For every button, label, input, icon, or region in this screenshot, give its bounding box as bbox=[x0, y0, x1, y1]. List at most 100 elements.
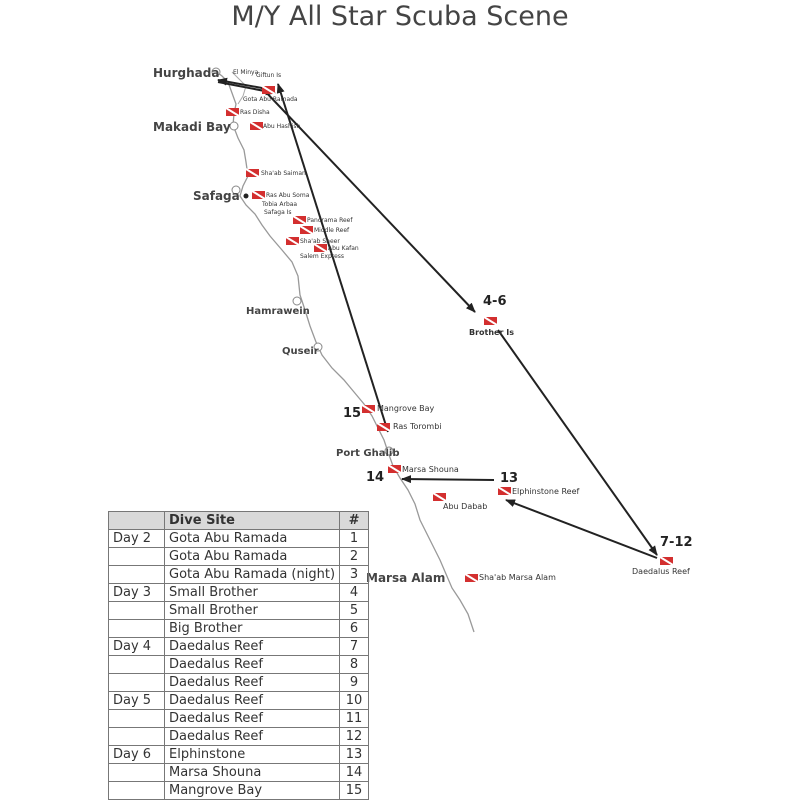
cell-num: 5 bbox=[339, 601, 370, 620]
town-label-hurghada: Hurghada bbox=[153, 66, 219, 80]
dive-flag-icon bbox=[464, 573, 479, 583]
dive-flag-icon bbox=[292, 215, 307, 225]
cell-num: 8 bbox=[339, 655, 370, 674]
cell-site: Small Brother bbox=[163, 601, 341, 620]
cell-num: 13 bbox=[339, 745, 370, 764]
cell-num: 3 bbox=[339, 565, 370, 584]
cell-num: 2 bbox=[339, 547, 370, 566]
cell-day bbox=[108, 781, 165, 800]
site-label-giftun: Giftun Is bbox=[256, 72, 281, 79]
cell-day bbox=[108, 763, 165, 782]
dive-flag-icon bbox=[361, 404, 376, 414]
dive-flag-icon bbox=[376, 422, 391, 432]
site-label-ras-torombi: Ras Torombi bbox=[393, 422, 442, 431]
town-label-hamrawein: Hamrawein bbox=[246, 306, 310, 317]
site-label-middle-reef: Middle Reef bbox=[314, 227, 350, 234]
dive-flag-icon bbox=[225, 107, 240, 117]
cell-day: Day 5 bbox=[108, 691, 165, 710]
dive-flag-icon bbox=[659, 556, 674, 566]
header-day bbox=[108, 511, 165, 530]
site-label-shaab-marsa-alam: Sha'ab Marsa Alam bbox=[479, 573, 556, 582]
cell-site: Elphinstone bbox=[163, 745, 341, 764]
town-label-safaga: Safaga bbox=[193, 189, 240, 203]
site-label-abu-kafan: Abu Kafan bbox=[328, 245, 359, 252]
town-circle-icon bbox=[231, 185, 241, 195]
route-number-brothers: 4-6 bbox=[483, 294, 507, 309]
cell-day bbox=[108, 709, 165, 728]
safaga-dot bbox=[243, 193, 249, 199]
cell-site: Big Brother bbox=[163, 619, 341, 638]
cell-day bbox=[108, 673, 165, 692]
site-label-ras-abu-soma: Ras Abu Soma bbox=[266, 192, 310, 199]
dive-flag-icon bbox=[261, 85, 276, 95]
dive-flag-icon bbox=[313, 243, 328, 253]
dive-flag-icon bbox=[249, 121, 264, 131]
route-leg-gota-to-hurghada bbox=[217, 77, 263, 89]
dive-flag-icon bbox=[251, 190, 266, 200]
site-label-elphinstone: Elphinstone Reef bbox=[512, 487, 579, 496]
route-leg-elphinstone-to-shouna bbox=[401, 475, 495, 484]
town-circle-icon bbox=[229, 121, 239, 131]
dive-flag-icon bbox=[245, 168, 260, 178]
site-label-shaab-sheer: Sha'ab Sheer bbox=[300, 238, 340, 245]
dive-flag-icon bbox=[483, 316, 498, 326]
town-circle-icon bbox=[292, 296, 302, 306]
site-label-abu-hashish: Abu Hashish bbox=[263, 123, 301, 130]
table-row: Gota Abu Ramada (night)3 bbox=[108, 565, 370, 584]
table-header-row: Dive Site # bbox=[108, 511, 370, 530]
route-leg-daedalus-to-elphinstone bbox=[505, 499, 658, 559]
route-leg-gota-to-brother bbox=[261, 87, 476, 313]
site-label-ras-disha: Ras Disha bbox=[240, 109, 270, 116]
cell-num: 7 bbox=[339, 637, 370, 656]
cell-site: Daedalus Reef bbox=[163, 655, 341, 674]
cell-num: 14 bbox=[339, 763, 370, 782]
cell-site: Gota Abu Ramada bbox=[163, 529, 341, 548]
page-title: M/Y All Star Scuba Scene bbox=[231, 1, 569, 32]
cell-day bbox=[108, 565, 165, 584]
cell-num: 10 bbox=[339, 691, 370, 710]
route-number-mangrove-bay: 15 bbox=[343, 406, 361, 421]
dive-flag-icon bbox=[387, 464, 402, 474]
town-markers bbox=[211, 67, 394, 456]
cell-num: 12 bbox=[339, 727, 370, 746]
cell-day bbox=[108, 547, 165, 566]
town-label-marsa-alam: Marsa Alam bbox=[366, 571, 445, 585]
route-arrows bbox=[217, 77, 658, 559]
town-label-makadi-bay: Makadi Bay bbox=[153, 120, 231, 134]
route-leg-mangrove-to-gota bbox=[276, 83, 389, 433]
town-label-port-ghalib: Port Ghalib bbox=[336, 448, 399, 459]
site-label-marsa-shouna: Marsa Shouna bbox=[402, 465, 459, 474]
cell-day: Day 3 bbox=[108, 583, 165, 602]
cell-day bbox=[108, 727, 165, 746]
site-label-tobia-arbaa: Tobia Arbaa bbox=[261, 201, 297, 208]
site-label-mangrove-bay: Mangrove Bay bbox=[377, 404, 435, 413]
cell-site: Gota Abu Ramada (night) bbox=[163, 565, 341, 584]
site-label-daedalus: Daedalus Reef bbox=[632, 567, 690, 576]
route-number-elphinstone: 13 bbox=[500, 471, 518, 486]
route-leg-brother-to-daedalus bbox=[497, 329, 658, 556]
header-number: # bbox=[339, 511, 370, 530]
cell-site: Daedalus Reef bbox=[163, 637, 341, 656]
header-dive-site: Dive Site bbox=[163, 511, 341, 530]
cell-num: 6 bbox=[339, 619, 370, 638]
cell-day bbox=[108, 655, 165, 674]
town-circle-icon bbox=[384, 446, 394, 456]
cell-site: Daedalus Reef bbox=[163, 673, 341, 692]
cell-day bbox=[108, 601, 165, 620]
town-circle-icon bbox=[313, 342, 323, 352]
cell-site: Daedalus Reef bbox=[163, 727, 341, 746]
